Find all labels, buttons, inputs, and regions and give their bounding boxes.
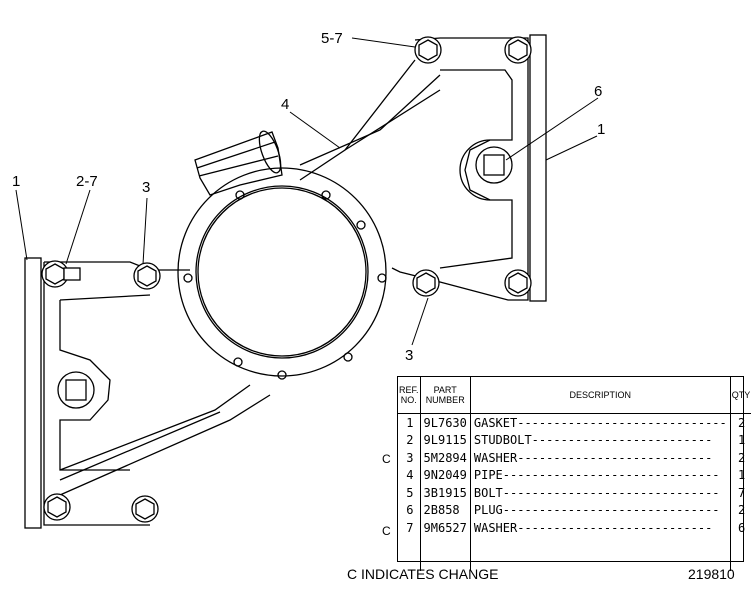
cell-qty: 1 bbox=[738, 468, 746, 483]
cell-part-number: 2B858 bbox=[420, 501, 471, 519]
callout-5-7: 5-7 bbox=[321, 30, 343, 47]
cell-part-number: 9N2049 bbox=[420, 466, 471, 484]
cell-part-number: 9L7630 bbox=[420, 413, 471, 432]
cell-qty: 1 bbox=[738, 433, 746, 448]
header-ref-no: REF. NO. bbox=[398, 377, 421, 414]
change-mark-row-7: C bbox=[382, 524, 391, 538]
cell-ref: 2 bbox=[398, 431, 421, 449]
gasket-right bbox=[529, 34, 547, 302]
callout-6: 6 bbox=[594, 83, 602, 100]
header-qty: QTY bbox=[730, 377, 752, 414]
cell-description: PLUG------------------------------ bbox=[470, 501, 731, 519]
cell-ref: 7 bbox=[398, 519, 421, 537]
cell-ref: 3 bbox=[398, 449, 421, 467]
bolt-right-lower bbox=[504, 269, 532, 297]
bolt-bottom-left bbox=[43, 493, 71, 521]
cell-description: WASHER--------------------------- bbox=[470, 449, 731, 467]
cell-description: BOLT------------------------------ bbox=[470, 484, 731, 502]
cell-qty: 2 bbox=[738, 503, 746, 518]
cell-ref: 1 bbox=[398, 413, 421, 432]
stud-left bbox=[41, 260, 81, 288]
cell-description: STUDBOLT------------------------- bbox=[470, 431, 731, 449]
callout-1-left: 1 bbox=[12, 173, 20, 190]
main-flange-inner bbox=[195, 185, 369, 359]
main-flange-outer bbox=[177, 167, 387, 377]
cell-description: PIPE------------------------------ bbox=[470, 466, 731, 484]
callout-4: 4 bbox=[281, 96, 289, 113]
change-indicator-note: C INDICATES CHANGE bbox=[347, 566, 499, 582]
plug-left bbox=[65, 379, 87, 401]
cell-description: WASHER--------------------------- bbox=[470, 519, 731, 537]
cell-ref: 6 bbox=[398, 501, 421, 519]
callout-2-7: 2-7 bbox=[76, 173, 98, 190]
cell-part-number: 9L9115 bbox=[420, 431, 471, 449]
gasket-left bbox=[24, 257, 42, 529]
cell-qty: 6 bbox=[738, 520, 746, 535]
cell-qty: 2 bbox=[738, 450, 746, 465]
bolt-left-upper bbox=[133, 262, 161, 290]
bolt-top-left bbox=[414, 36, 442, 64]
cell-ref: 5 bbox=[398, 484, 421, 502]
bolts bbox=[41, 36, 532, 523]
pipe-outlet bbox=[194, 131, 283, 196]
bolt-right-mid bbox=[412, 269, 440, 297]
cell-qty: 2 bbox=[738, 415, 746, 430]
leader-lines bbox=[15, 37, 599, 346]
illustration-number: 219810 bbox=[688, 566, 735, 582]
bolt-bottom-mid bbox=[131, 495, 159, 523]
plug-right bbox=[483, 154, 505, 176]
cell-ref: 4 bbox=[398, 466, 421, 484]
cell-description: GASKET----------------------------- bbox=[470, 413, 731, 432]
change-mark-row-3: C bbox=[382, 452, 391, 466]
bolt-top-right bbox=[504, 36, 532, 64]
table-header-row: REF. NO. PART NUMBER DESCRIPTION QTY bbox=[398, 377, 752, 414]
pipe-upper-arm bbox=[391, 37, 529, 301]
cell-qty: 7 bbox=[738, 485, 746, 500]
callout-3-left: 3 bbox=[142, 179, 150, 196]
header-part-number: PART NUMBER bbox=[420, 377, 471, 414]
cell-part-number: 3B1915 bbox=[420, 484, 471, 502]
header-description: DESCRIPTION bbox=[470, 377, 731, 414]
cell-part-number: 9M6527 bbox=[420, 519, 471, 537]
callout-1-right: 1 bbox=[597, 121, 605, 138]
callout-3-bottom: 3 bbox=[405, 347, 413, 364]
cell-part-number: 5M2894 bbox=[420, 449, 471, 467]
